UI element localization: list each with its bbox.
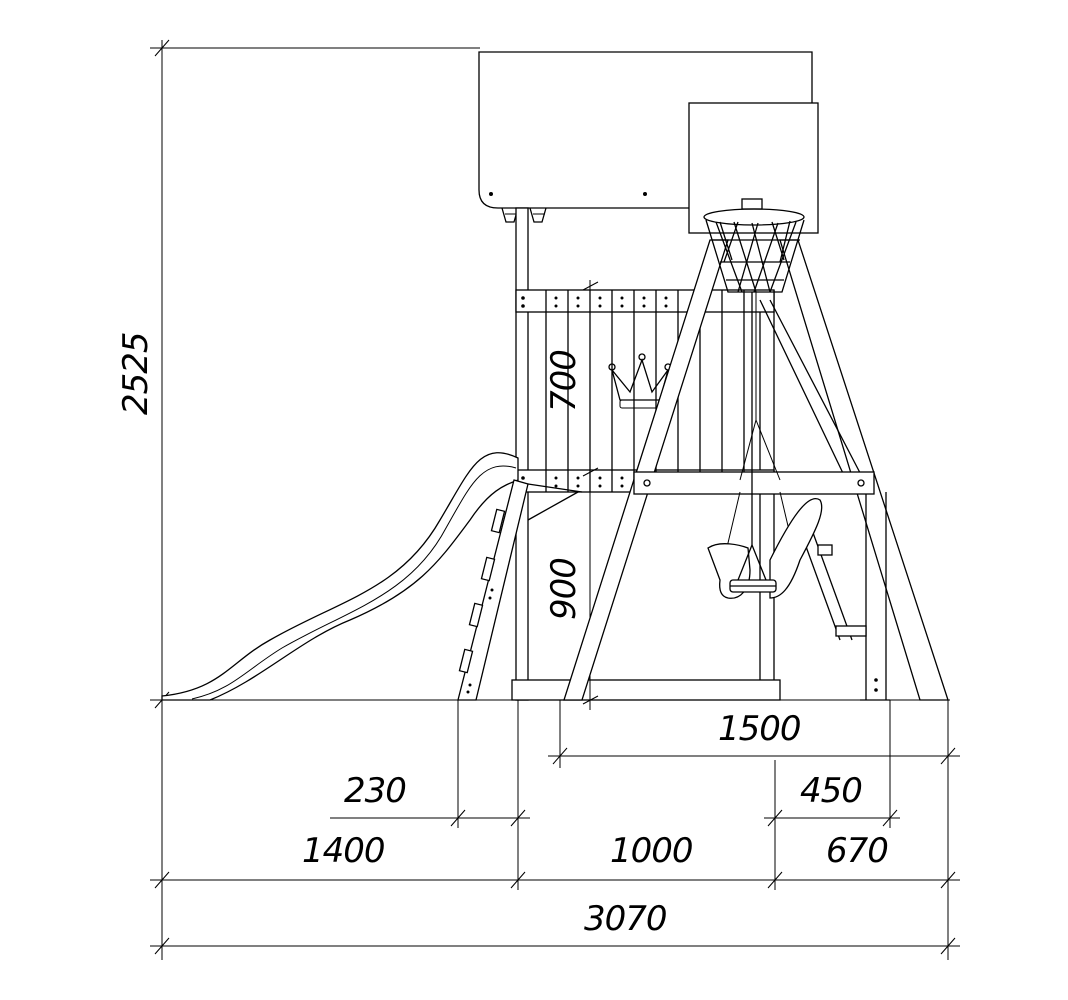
dim-rail-height: 700: [544, 350, 584, 412]
dim-total-length: 3070: [584, 899, 667, 939]
dim-tower-width: 1000: [610, 831, 693, 871]
slide: [161, 452, 519, 701]
dim-slide-length: 1400: [302, 831, 385, 871]
dim-ladder-offset: 230: [344, 771, 406, 811]
dim-swing-width: 1500: [718, 709, 801, 749]
wall-planks: [545, 290, 745, 492]
ladder: [457, 479, 583, 701]
dim-right-offset: 450: [800, 771, 862, 811]
dim-right-width: 670: [826, 831, 888, 871]
swings: [707, 292, 823, 599]
internal-dimensions: 700 900: [544, 280, 599, 710]
dim-total-height: 2525: [116, 332, 156, 415]
basketball-backboard: [688, 102, 819, 234]
height-dimension: 2525: [116, 39, 480, 709]
dim-platform-height: 900: [544, 558, 584, 620]
bottom-dimensions: 1500 230 450 1400 1000 670 3070: [150, 699, 960, 960]
basketball-hoop: [703, 208, 805, 293]
